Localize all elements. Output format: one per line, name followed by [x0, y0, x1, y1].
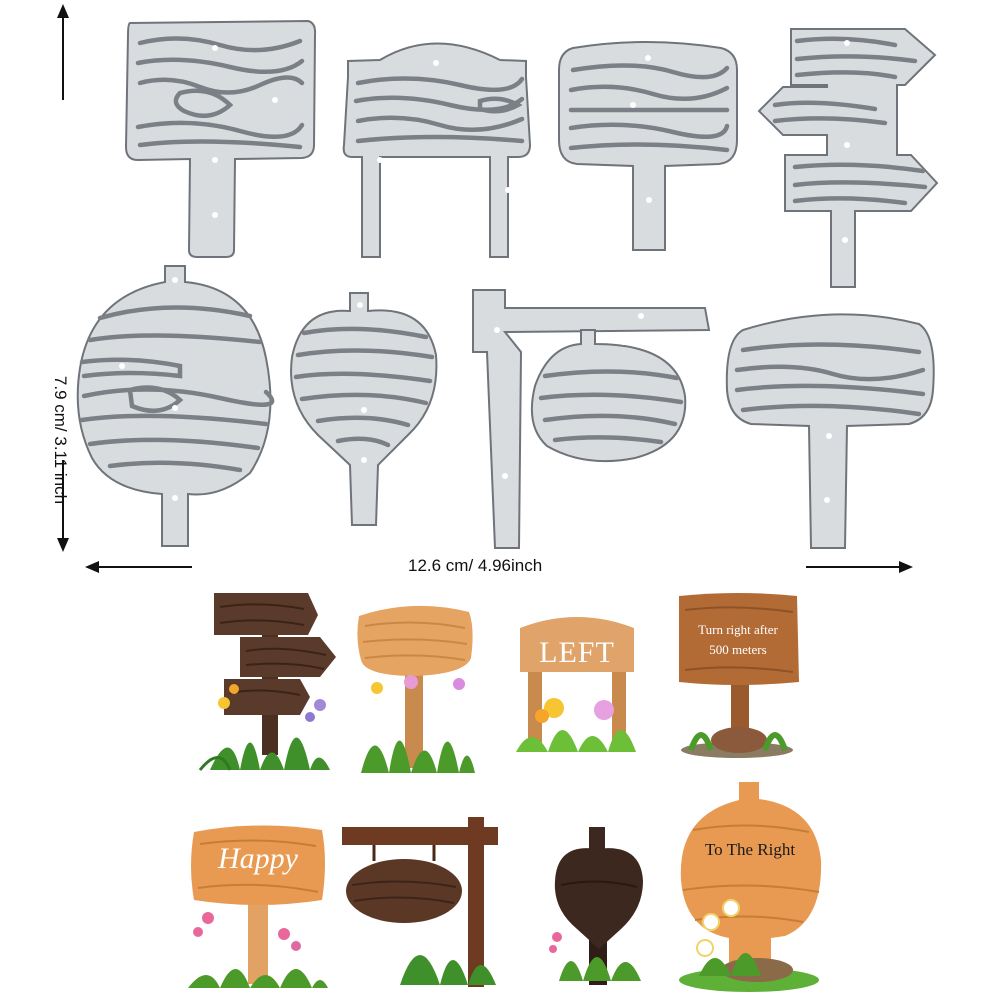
- die-rounded-sign: [553, 40, 743, 260]
- sample-dark-arrow-signpost: [198, 585, 340, 775]
- sample-hanging-oval-sign: [340, 815, 500, 990]
- die-wide-rounded-sign: [723, 310, 943, 555]
- die-rect-sign: [120, 15, 320, 265]
- sample-orange-rounded-sign: [355, 598, 475, 773]
- sample-happy-sign: Happy: [188, 822, 328, 992]
- sample-left-arch-sign: LEFT: [512, 612, 642, 767]
- sample-turn-right-label: Turn right after 500 meters: [698, 622, 778, 657]
- sample-left-label: LEFT: [539, 636, 615, 669]
- sample-heart-sign: [545, 825, 655, 985]
- sample-turn-right-sign: Turn right after 500 meters: [675, 590, 800, 765]
- sample-to-the-right-label: To The Right: [704, 840, 796, 859]
- height-dimension-label: 7.9 cm/ 3.11 inch: [51, 375, 70, 505]
- sample-to-the-right-sign: To The Right: [675, 780, 825, 995]
- die-heart-sign: [288, 285, 438, 535]
- die-arch-two-legs: [340, 35, 540, 265]
- die-round-split-sign: [70, 258, 280, 553]
- sample-happy-label: Happy: [218, 842, 298, 875]
- die-arrow-signpost: [755, 25, 945, 295]
- width-dimension-label: 12.6 cm/ 4.96inch: [408, 556, 543, 575]
- die-hanging-oval-sign: [465, 286, 715, 556]
